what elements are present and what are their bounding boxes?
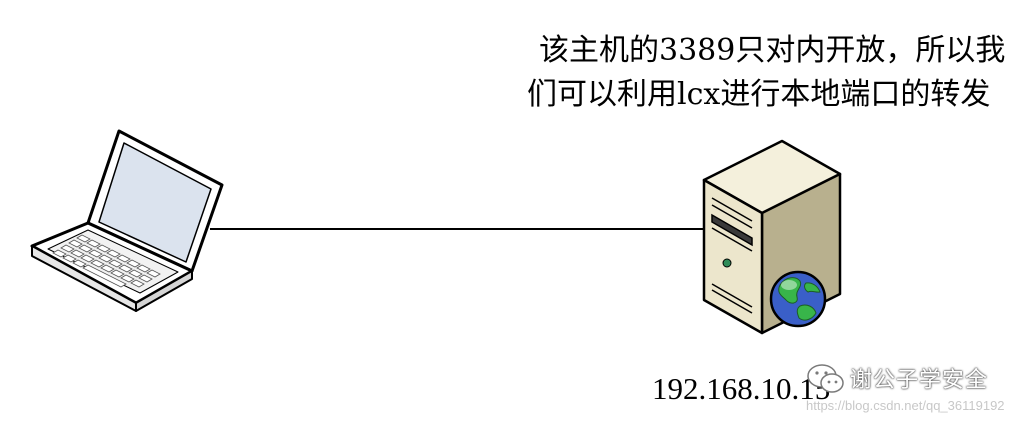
note-text-line-2: 们可以利用lcx进行本地端口的转发 — [527, 77, 991, 112]
watermark-url: https://blog.csdn.net/qq_36119192 — [806, 398, 1005, 413]
watermark: 谢公子学安全 https://blog.csdn.net/qq_36119192 — [806, 360, 1031, 418]
laptop-keyboard — [52, 234, 161, 288]
server-ip-label: 192.168.10.15 — [652, 371, 831, 406]
server-power-led — [722, 258, 732, 268]
laptop-icon — [30, 129, 224, 312]
wechat-logo-icon — [807, 364, 844, 393]
globe-icon — [769, 270, 827, 328]
watermark-name: 谢公子学安全 — [850, 368, 989, 393]
server-drive-bays — [711, 197, 753, 314]
note-text-line-1: 该主机的3389只对内开放，所以我 — [539, 33, 1006, 68]
